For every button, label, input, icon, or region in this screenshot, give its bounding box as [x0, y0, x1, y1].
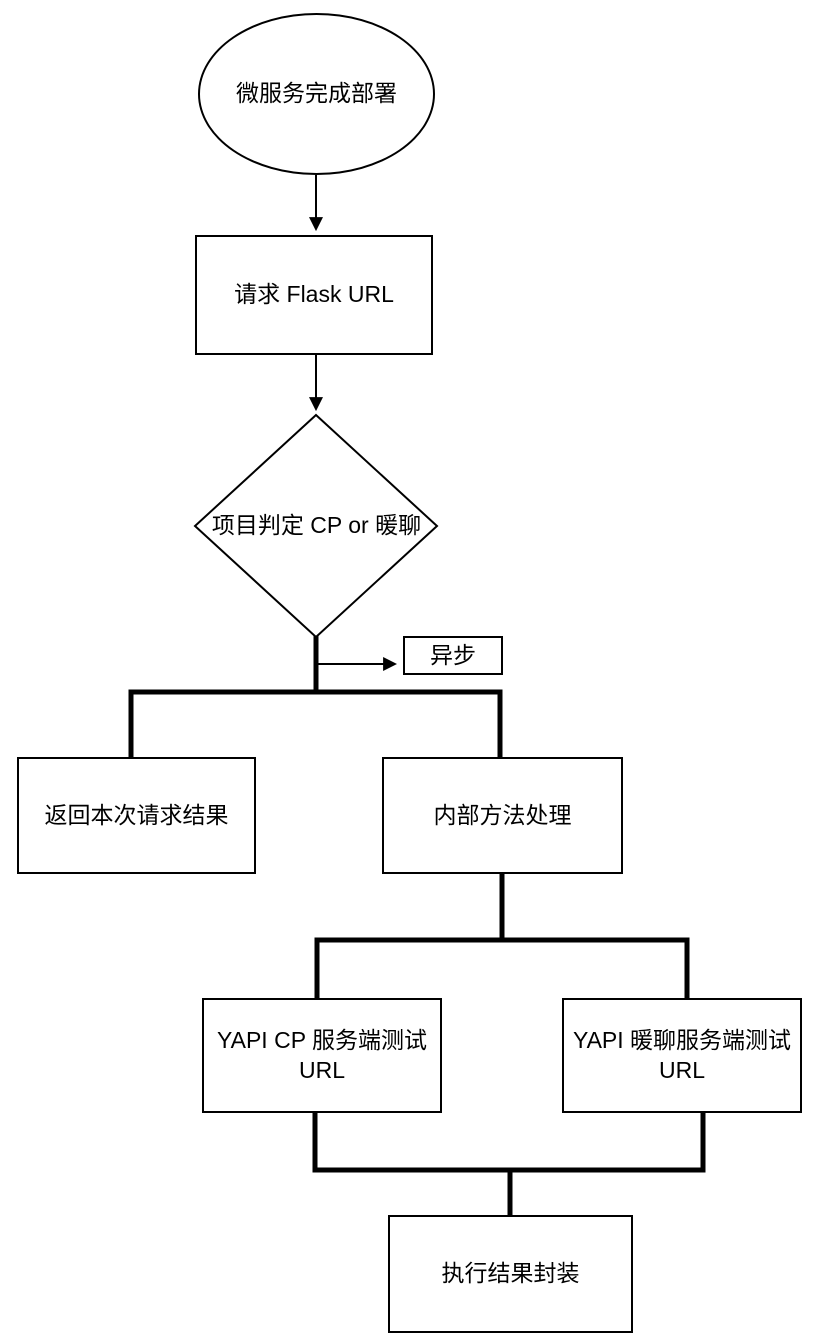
decision-diamond-shape [193, 413, 439, 639]
decision-label: 项目判定 CP or 暖聊 [211, 512, 422, 539]
yapi-cp-label: YAPI CP 服务端测试 URL [216, 1026, 428, 1083]
request-flask-box: 请求 Flask URL [195, 235, 433, 355]
connector-yapi-split [314, 937, 690, 999]
yapi-nuanliao-box: YAPI 暖聊服务端测试 URL [562, 998, 802, 1113]
async-box: 异步 [403, 636, 503, 675]
internal-method-label: 内部方法处理 [433, 801, 572, 828]
wrap-result-box: 执行结果封装 [388, 1215, 633, 1333]
connector-branch-split [128, 689, 503, 758]
start-ellipse: 微服务完成部署 [198, 13, 435, 175]
connector-yapi-merge [312, 1112, 706, 1173]
return-result-label: 返回本次请求结果 [44, 801, 229, 828]
async-label: 异步 [430, 641, 476, 668]
wrap-result-label: 执行结果封装 [441, 1260, 580, 1287]
request-flask-label: 请求 Flask URL [234, 281, 394, 308]
yapi-nuanliao-label: YAPI 暖聊服务端测试 URL [572, 1026, 792, 1083]
start-label: 微服务完成部署 [236, 80, 397, 107]
internal-method-box: 内部方法处理 [382, 757, 623, 874]
return-result-box: 返回本次请求结果 [17, 757, 256, 874]
yapi-cp-box: YAPI CP 服务端测试 URL [202, 998, 442, 1113]
